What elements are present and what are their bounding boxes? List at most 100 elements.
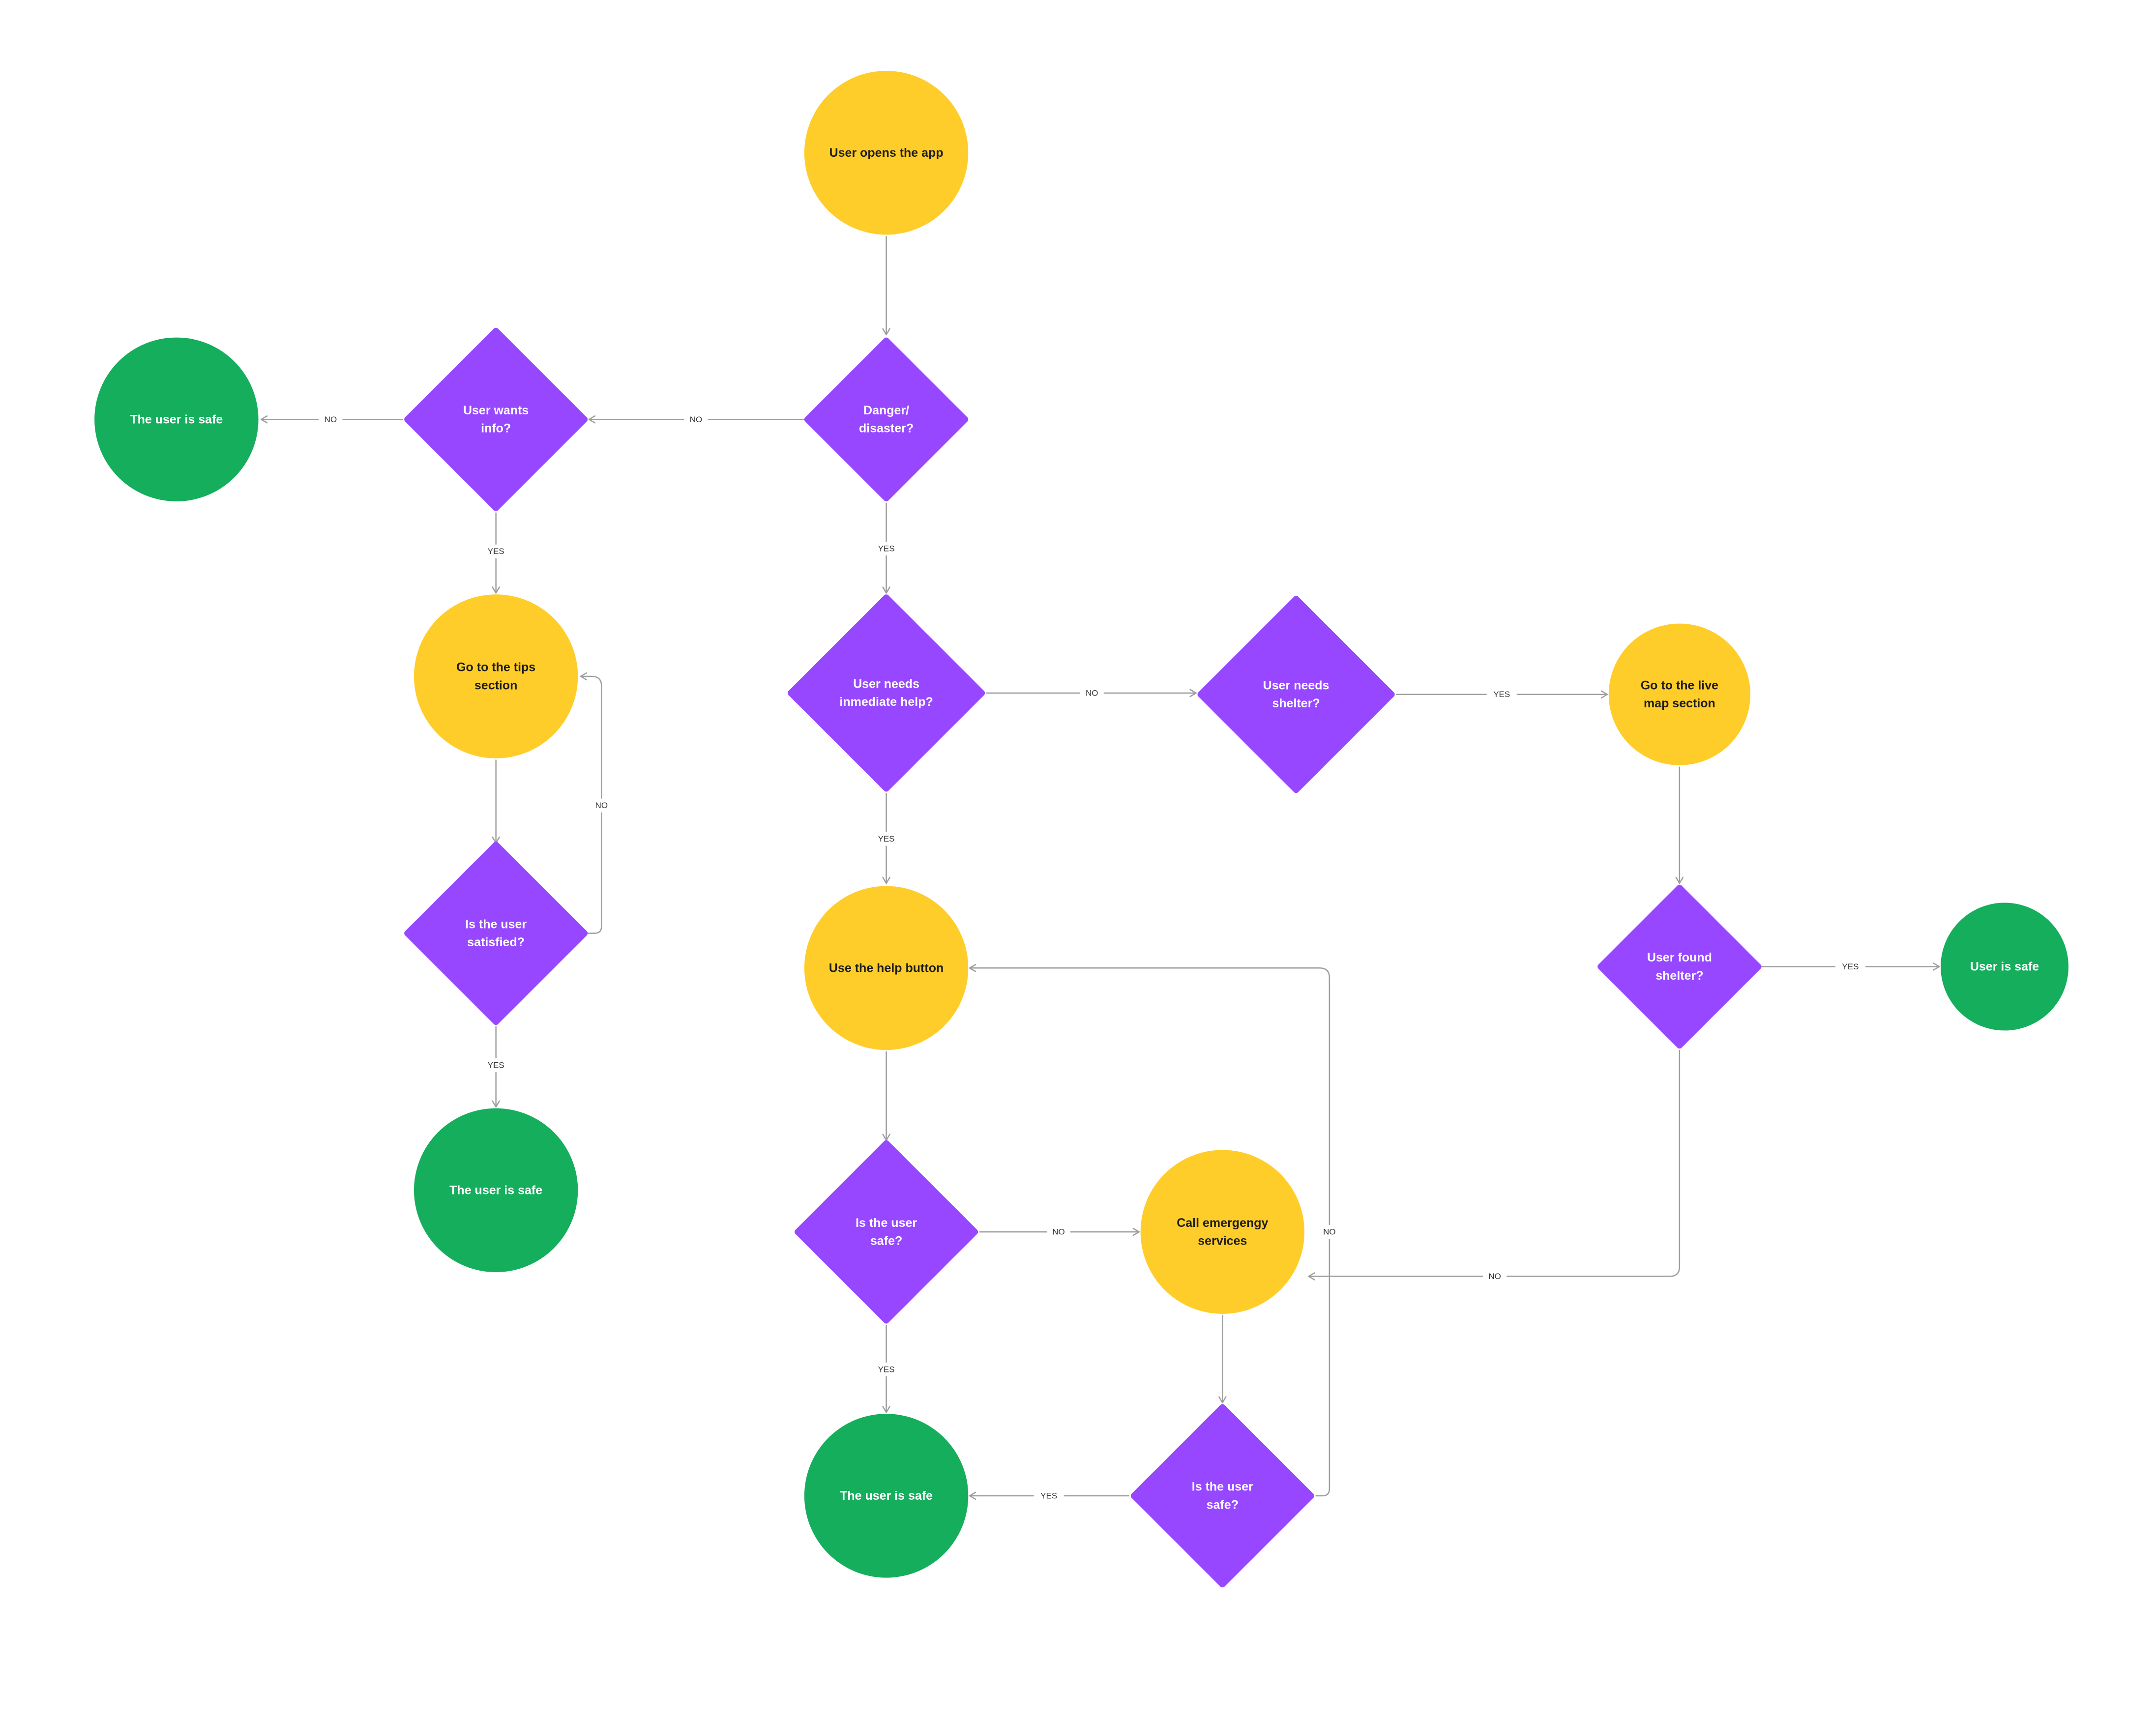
decision-diamond	[1597, 884, 1762, 1049]
edge-label-background	[871, 1362, 902, 1376]
action-circle	[804, 886, 969, 1050]
node-live-map: Go to the live map section	[1608, 623, 1750, 765]
decision-diamond	[795, 1140, 978, 1324]
connector-line	[1308, 1049, 1681, 1280]
edge-label-background	[871, 832, 902, 846]
decision-diamond	[404, 327, 588, 511]
node-label: shelter?	[1272, 697, 1320, 710]
node-label: Go to the tips	[456, 661, 535, 674]
node-label: Is the user	[1192, 1480, 1253, 1494]
edge-label-background	[481, 544, 511, 558]
node-label: Use the help button	[829, 961, 944, 975]
node-help-button: Use the help button	[804, 886, 969, 1050]
node-label: section	[474, 678, 518, 692]
edge-label: YES	[1040, 1491, 1057, 1500]
decision-diamond	[404, 842, 588, 1025]
terminal-circle	[804, 1414, 969, 1578]
edge-satisfied-to-tips: NO	[580, 672, 614, 934]
edge-label: YES	[488, 547, 504, 556]
edge-label-background	[1080, 686, 1104, 700]
node-tips: Go to the tips section	[413, 594, 578, 758]
edge-label: NO	[595, 801, 608, 810]
edge-label: NO	[1488, 1272, 1501, 1281]
edge-label: NO	[1323, 1227, 1336, 1237]
edge-label: NO	[690, 415, 703, 424]
node-label: safe?	[1207, 1498, 1239, 1512]
node-safe-q2: Is the user safe?	[1130, 1404, 1314, 1588]
edge-label: YES	[878, 834, 895, 844]
decision-diamond	[804, 337, 969, 501]
edge-label-background	[1483, 1269, 1507, 1283]
edge-safe-q2-to-safe-d: YES	[969, 1488, 1130, 1503]
node-safe-c: User is safe	[1941, 902, 2069, 1031]
edge-label-background	[590, 798, 614, 813]
decision-diamond	[787, 594, 985, 792]
terminal-circle	[413, 1108, 578, 1273]
action-circle	[804, 71, 969, 235]
edge-label: YES	[878, 1365, 895, 1374]
action-circle	[1608, 623, 1750, 765]
decision-diamond	[1130, 1404, 1314, 1588]
edge-label-background	[481, 1058, 511, 1073]
edge-label: NO	[325, 415, 337, 424]
node-safe-d: The user is safe	[804, 1414, 969, 1578]
edge-label-background	[871, 542, 902, 556]
node-label: Is the user	[465, 917, 527, 931]
node-label: User opens the app	[829, 146, 944, 160]
node-label: User wants	[463, 404, 529, 417]
node-open-app: User opens the app	[804, 71, 969, 235]
edge-label: YES	[1493, 690, 1510, 699]
edge-immediate-to-help-button: YES	[871, 793, 902, 884]
edge-label-background	[684, 412, 708, 427]
edge-safe-q1-to-safe-d: YES	[871, 1325, 902, 1413]
node-label: Call emergengy	[1177, 1216, 1268, 1230]
node-label: User needs	[853, 677, 919, 691]
node-label: User is safe	[1970, 960, 2039, 973]
edge-immediate-to-shelter: NO	[986, 686, 1197, 700]
edge-label-background	[319, 412, 343, 427]
node-label: The user is safe	[840, 1489, 933, 1503]
terminal-circle	[1941, 902, 2069, 1031]
edge-safe-q2-to-help-button: NO	[969, 964, 1341, 1497]
edge-wants-info-to-safe-a: NO	[260, 412, 403, 427]
edge-label-background	[1046, 1225, 1070, 1239]
edge-shelter-to-live-map: YES	[1396, 687, 1608, 701]
edge-label: NO	[1052, 1227, 1065, 1237]
node-danger: Danger/disaster?	[804, 337, 969, 501]
node-immediate: User needs inmediate help?	[787, 594, 985, 792]
node-shelter: User needs shelter?	[1197, 596, 1395, 793]
node-label: Is the user	[856, 1216, 917, 1230]
node-wants-info: User wants info?	[404, 327, 588, 511]
node-label: info?	[481, 422, 511, 436]
node-label: User found	[1647, 951, 1712, 964]
edge-label-background	[1034, 1488, 1064, 1503]
edge-danger-to-wants-info: NO	[588, 412, 804, 427]
node-label: Danger/	[863, 404, 909, 417]
node-label: map section	[1644, 697, 1715, 710]
node-label: safe?	[870, 1234, 902, 1248]
node-label: inmediate help?	[839, 695, 933, 709]
node-label: The user is safe	[130, 412, 223, 426]
node-label: The user is safe	[449, 1183, 542, 1197]
edge-label-background	[1835, 960, 1865, 974]
node-label: disaster?	[859, 422, 914, 436]
node-label: Go to the live	[1641, 678, 1718, 692]
edge-safe-q1-to-emergency: NO	[979, 1225, 1140, 1239]
decision-diamond	[1197, 596, 1395, 793]
node-label: shelter?	[1655, 969, 1703, 983]
edge-label-background	[1317, 1225, 1341, 1239]
edge-found-to-safe-c: YES	[1761, 960, 1940, 974]
node-safe-b: The user is safe	[413, 1108, 578, 1273]
node-label: User needs	[1263, 678, 1329, 692]
action-circle	[1140, 1150, 1305, 1314]
edge-danger-to-immediate: YES	[871, 502, 902, 594]
edge-label: YES	[878, 544, 895, 553]
node-found: User found shelter?	[1597, 884, 1762, 1049]
edge-found-to-emergency: NO	[1308, 1049, 1681, 1283]
edge-label: YES	[1842, 962, 1859, 971]
